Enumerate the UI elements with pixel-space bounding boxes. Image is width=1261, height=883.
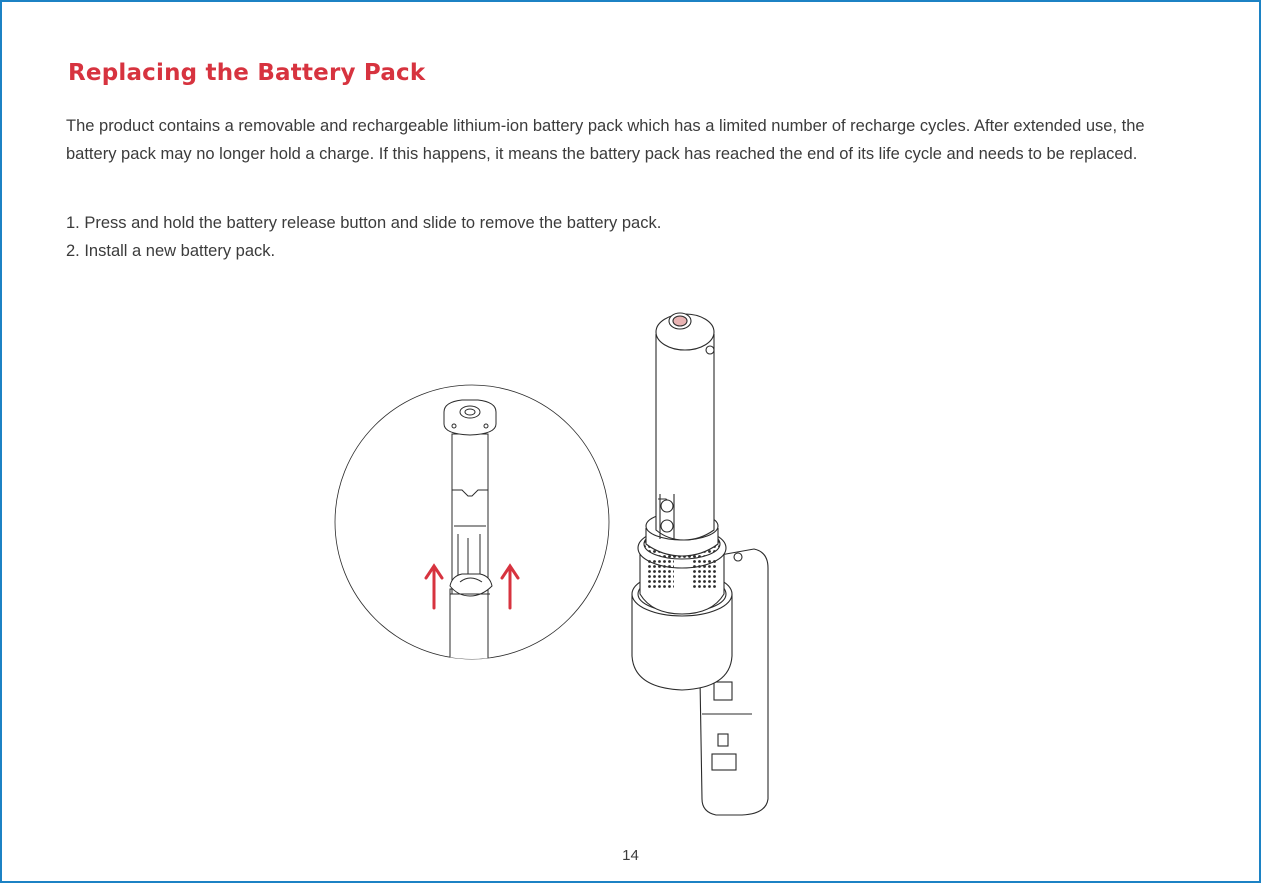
steps-list: 1. Press and hold the battery release bu… — [66, 209, 661, 265]
intro-paragraph: The product contains a removable and rec… — [66, 117, 1145, 163]
step-item: 2. Install a new battery pack. — [66, 242, 276, 260]
step-item: 1. Press and hold the battery release bu… — [66, 214, 662, 232]
page-title: Replacing the Battery Pack — [68, 60, 426, 86]
vacuum-body — [631, 312, 769, 816]
page-number: 14 — [622, 847, 639, 864]
vacuum-battery-removal-diagram-icon — [334, 312, 769, 816]
zoom-detail-circle — [334, 384, 610, 660]
slide-up-arrows — [424, 563, 520, 610]
